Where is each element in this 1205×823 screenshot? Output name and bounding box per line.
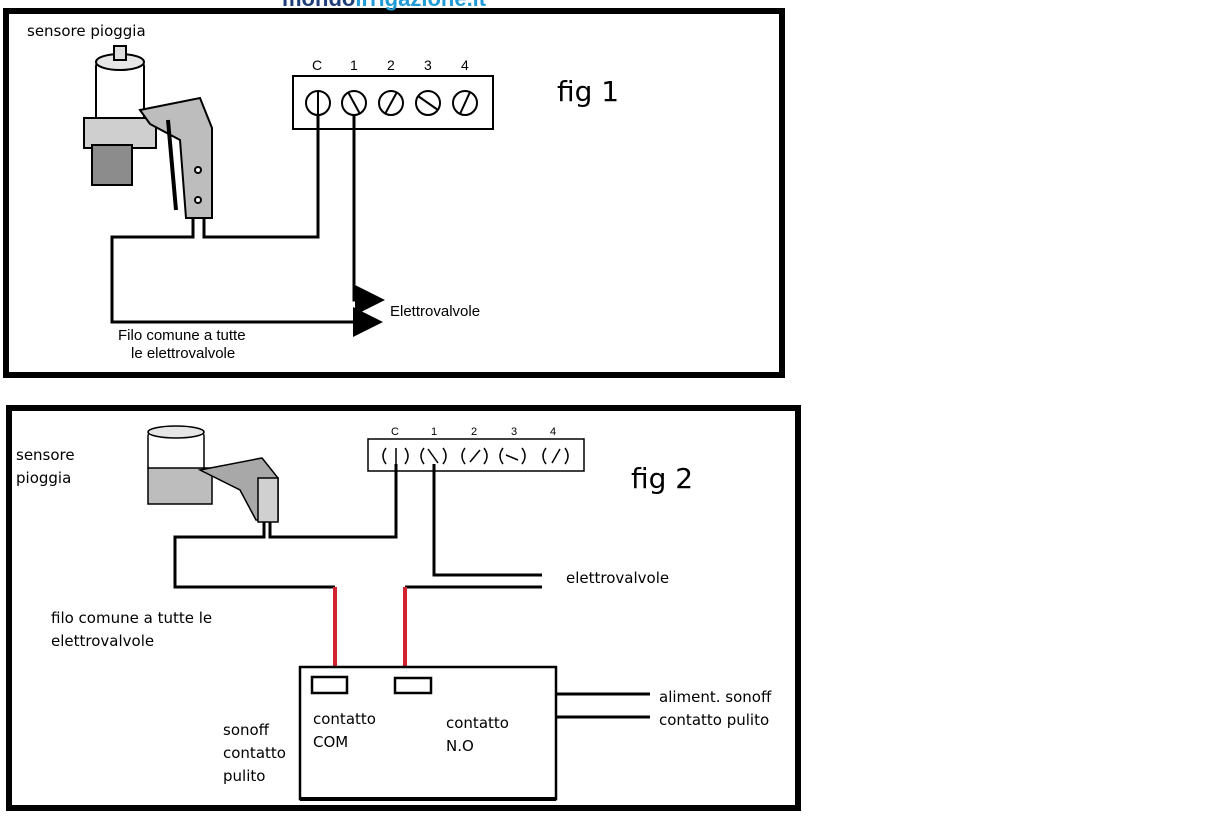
fig2-valves-label: elettrovalvole: [566, 569, 670, 587]
fig1-terminal-1: 1: [350, 57, 358, 73]
sonoff-label-line1: sonoff: [223, 721, 270, 739]
fig1-frame: [3, 8, 785, 378]
fig2-terminal-3: 3: [511, 426, 518, 438]
fig1-title: fig 1: [557, 75, 620, 108]
com-terminal: [310, 675, 349, 695]
fig2-frame: [6, 405, 801, 811]
power-label-line1: aliment. sonoff: [659, 688, 772, 706]
fig1-terminal-3: 3: [424, 57, 432, 73]
fig1-valves-label: Elettrovalvole: [390, 303, 481, 320]
fig1-wires: [110, 115, 385, 337]
fig2-terminal-2: 2: [471, 426, 478, 438]
fig2-terminal-screws: [382, 447, 569, 465]
fig2-title: fig 2: [631, 462, 694, 495]
fig2-rain-sensor-icon: [147, 425, 279, 523]
fig2-terminal-1: 1: [431, 426, 438, 438]
fig1-sensor-label: sensore pioggia: [27, 22, 146, 40]
no-terminal: [393, 676, 433, 695]
fig2-sensor-label-line2: pioggia: [16, 469, 72, 487]
fig2-terminal-c: C: [391, 426, 399, 438]
sonoff-label-line2: contatto: [223, 744, 286, 762]
com-label-line1: contatto: [313, 710, 376, 728]
fig2-wires: [173, 464, 650, 719]
fig1-terminal-c: C: [312, 57, 323, 73]
fig1-rain-sensor-icon: [83, 45, 213, 219]
fig1-common-wire-line2: le elettrovalvole: [131, 345, 236, 362]
fig1-terminal-2: 2: [387, 57, 395, 73]
sonoff-label-line3: pulito: [223, 767, 266, 785]
fig1-common-wire-line1: Filo comune a tutte: [118, 327, 246, 344]
fig2-relay-wires: [333, 587, 407, 678]
fig2-common-wire-line2: elettrovalvole: [51, 632, 155, 650]
fig2-sensor-label-line1: sensore: [16, 446, 75, 464]
power-label-line2: contatto pulito: [659, 711, 770, 729]
site-header: mondoirrigazione.it: [282, 0, 486, 12]
fig1-terminal-4: 4: [461, 57, 469, 73]
no-label-line2: N.O: [446, 737, 474, 755]
fig2-common-wire-line1: filo comune a tutte le: [51, 609, 213, 627]
com-label-line2: COM: [313, 733, 349, 751]
no-label-line1: contatto: [446, 714, 509, 732]
fig2-terminal-4: 4: [550, 426, 557, 438]
